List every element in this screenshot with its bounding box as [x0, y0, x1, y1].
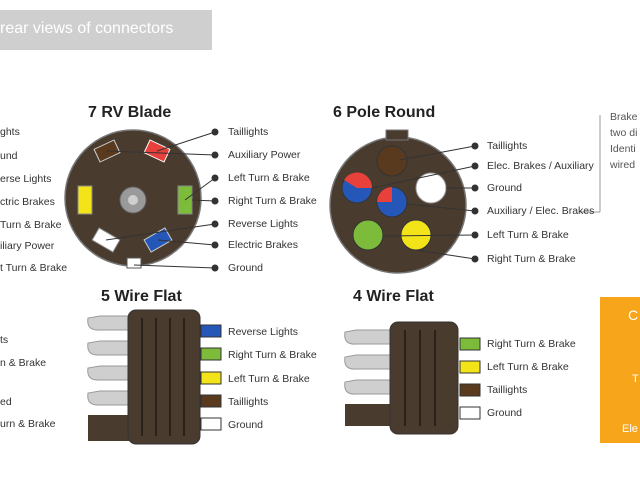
- flat5-title: 5 Wire Flat: [101, 288, 182, 305]
- flat5-left-label: urn & Brake: [0, 418, 56, 430]
- pole6-label: Taillights: [487, 140, 528, 152]
- rv7-left-label: erse Lights: [0, 173, 52, 185]
- side-note-line: Brake: [610, 111, 638, 123]
- flat4-title: 4 Wire Flat: [353, 288, 434, 305]
- rv7-left-label: iliary Power: [0, 240, 55, 252]
- pole6-label: Elec. Brakes / Auxiliary: [487, 160, 594, 172]
- rv7-connector: [64, 129, 202, 269]
- info-panel-line: Ele: [622, 423, 638, 435]
- info-panel-line: C: [628, 307, 639, 323]
- info-panel: C T Ele: [600, 297, 640, 443]
- flat5-left-label: n & Brake: [0, 357, 47, 369]
- flat4-label: Right Turn & Brake: [487, 338, 576, 350]
- pole6-leaders: [371, 142, 479, 263]
- flat4-label: Left Turn & Brake: [487, 361, 569, 373]
- flat5-label: Right Turn & Brake: [228, 349, 317, 361]
- pole6-label: Auxiliary / Elec. Brakes: [487, 205, 595, 217]
- pole6-connector: [329, 129, 467, 274]
- flat5-left-label: ts: [0, 334, 9, 346]
- flat4-label: Ground: [487, 407, 523, 419]
- rv7-label: Electric Brakes: [228, 239, 299, 251]
- rv7-label: Taillights: [228, 126, 269, 138]
- pole6-label: Ground: [487, 182, 523, 194]
- side-note-line: two di: [610, 127, 638, 139]
- rv7-left-label: t Turn & Brake: [0, 262, 68, 274]
- rv7-label: Reverse Lights: [228, 218, 299, 230]
- rv7-leaders: [105, 128, 219, 272]
- flat5-connector: [87, 309, 222, 445]
- flat5-label: Taillights: [228, 396, 269, 408]
- rv7-label: Auxiliary Power: [228, 149, 301, 161]
- flat4-label: Taillights: [487, 384, 528, 396]
- rv7-left-label: ghts: [0, 126, 20, 138]
- rv7-label: Right Turn & Brake: [228, 195, 317, 207]
- rv7-title: 7 RV Blade: [88, 104, 172, 121]
- rv7-left-label: ctric Brakes: [0, 196, 55, 208]
- side-note-line: Identi: [610, 143, 636, 155]
- flat5-label: Ground: [228, 419, 264, 431]
- rv7-left-label: und: [0, 150, 18, 162]
- pole6-label: Right Turn & Brake: [487, 253, 576, 265]
- flat4-connector: [344, 321, 481, 435]
- pole6-title: 6 Pole Round: [333, 104, 436, 121]
- flat5-label: Left Turn & Brake: [228, 373, 310, 385]
- pole6-label: Left Turn & Brake: [487, 229, 569, 241]
- side-note-line: wired: [610, 159, 636, 171]
- flat5-label: Reverse Lights: [228, 326, 299, 338]
- section-header: rear views of connectors: [0, 10, 212, 50]
- info-panel-line: T: [632, 373, 639, 385]
- rv7-label: Left Turn & Brake: [228, 172, 310, 184]
- rv7-left-label: Turn & Brake: [0, 219, 62, 231]
- flat5-left-label: ed: [0, 396, 12, 408]
- header-text: rear views of connectors: [0, 20, 174, 37]
- rv7-label: Ground: [228, 262, 264, 274]
